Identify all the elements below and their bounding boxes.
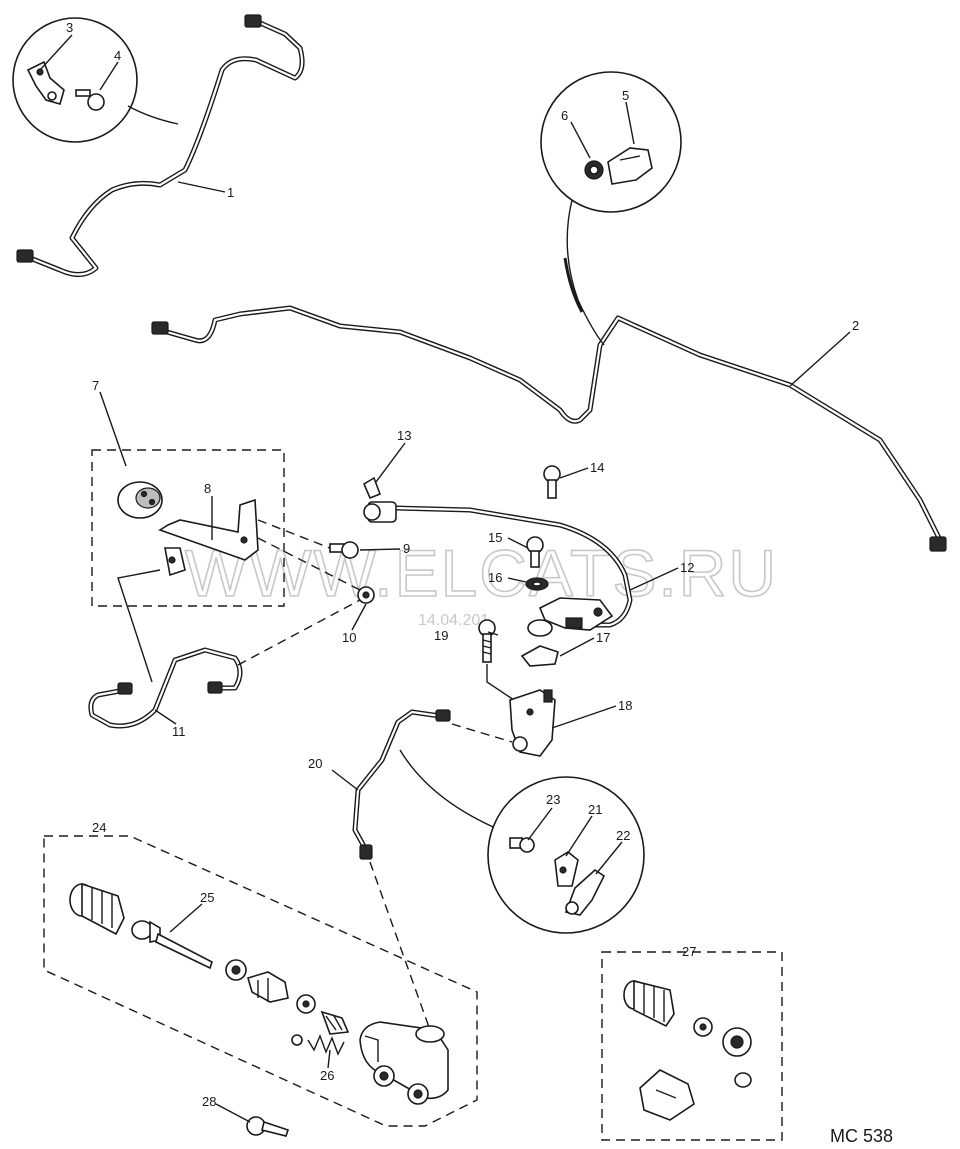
hose-bracket [527, 597, 614, 637]
callout-11: 11 [172, 724, 186, 739]
pipe-1-nut-upper [244, 14, 262, 28]
callout-19: 19 [434, 628, 448, 643]
callout-16: 16 [488, 570, 502, 585]
callout-26: 26 [320, 1068, 334, 1083]
clip-13 [362, 476, 382, 500]
watermark-date: 14.04.201 [418, 612, 489, 629]
watermark: WWW.ELCATS.RU 14.04.201 [184, 535, 778, 629]
callout-18: 18 [618, 698, 632, 713]
bolt-4-head [87, 93, 105, 111]
callout-24: 24 [92, 820, 106, 835]
pipe-1-nut-lower [16, 249, 34, 263]
callout-1: 1 [227, 185, 234, 200]
callout-6: 6 [561, 108, 568, 123]
callout-8: 8 [204, 481, 211, 496]
leader-10 [257, 537, 361, 591]
detail-circle-3-4 [12, 17, 179, 143]
clip-21 [554, 851, 579, 887]
pipe-1 [16, 14, 305, 277]
clip-17 [520, 645, 559, 667]
callout-10: 10 [342, 630, 356, 645]
spring-26 [291, 1034, 345, 1056]
callout-20: 20 [308, 756, 322, 771]
callout-5: 5 [622, 88, 629, 103]
bolt-4 [75, 89, 91, 97]
hose-12 [363, 501, 633, 628]
callout-13: 13 [397, 428, 411, 443]
kit-boot [623, 979, 675, 1028]
pipe-2-nut-right [929, 536, 947, 552]
watermark-text: WWW.ELCATS.RU [185, 536, 778, 610]
callout-25: 25 [200, 890, 214, 905]
kit-cap [734, 1072, 752, 1088]
slave-boot [69, 882, 125, 936]
callout-17: 17 [596, 630, 610, 645]
bracket-8 [158, 498, 259, 561]
repair-kit-group-27 [601, 951, 783, 1141]
piston-seals [225, 959, 350, 1035]
bolt-28 [246, 1116, 290, 1137]
callout-28: 28 [202, 1094, 216, 1109]
callout-21: 21 [588, 802, 602, 817]
master-cylinder-bracket-group-7 [91, 449, 285, 607]
callout-7: 7 [92, 378, 99, 393]
callout-leaders [39, 34, 851, 1123]
pipe-2 [151, 305, 947, 552]
callout-3: 3 [66, 20, 73, 35]
callout-12: 12 [680, 560, 694, 575]
callout-4: 4 [114, 48, 121, 63]
callout-2: 2 [852, 318, 859, 333]
leader-9 [257, 519, 336, 551]
bolt-9 [329, 541, 359, 559]
bracket-18 [509, 689, 556, 757]
reference-code: MC 538 [830, 1126, 893, 1146]
callout-22: 22 [616, 828, 630, 843]
push-rod-25 [131, 920, 213, 970]
bolt-19 [478, 619, 521, 705]
pipe-clip-5 [607, 147, 653, 185]
callout-labels: 3 4 1 2 5 6 7 8 9 10 11 12 13 14 15 16 1… [66, 20, 859, 1109]
slave-cylinder-body [359, 1021, 449, 1105]
callout-23: 23 [546, 792, 560, 807]
bolt-14 [543, 465, 561, 499]
pipe-11 [88, 569, 361, 729]
pipe-2-nut-left [151, 321, 169, 335]
pipe-20 [352, 709, 513, 1031]
slave-cylinder-group-24 [43, 835, 478, 1127]
detail-circle-5-6 [540, 71, 682, 346]
bolt-15 [526, 536, 544, 568]
callout-27: 27 [682, 944, 696, 959]
callout-9: 9 [403, 541, 410, 556]
callout-15: 15 [488, 530, 502, 545]
nut-10 [357, 586, 375, 604]
washer-16 [525, 577, 549, 591]
callout-14: 14 [590, 460, 604, 475]
